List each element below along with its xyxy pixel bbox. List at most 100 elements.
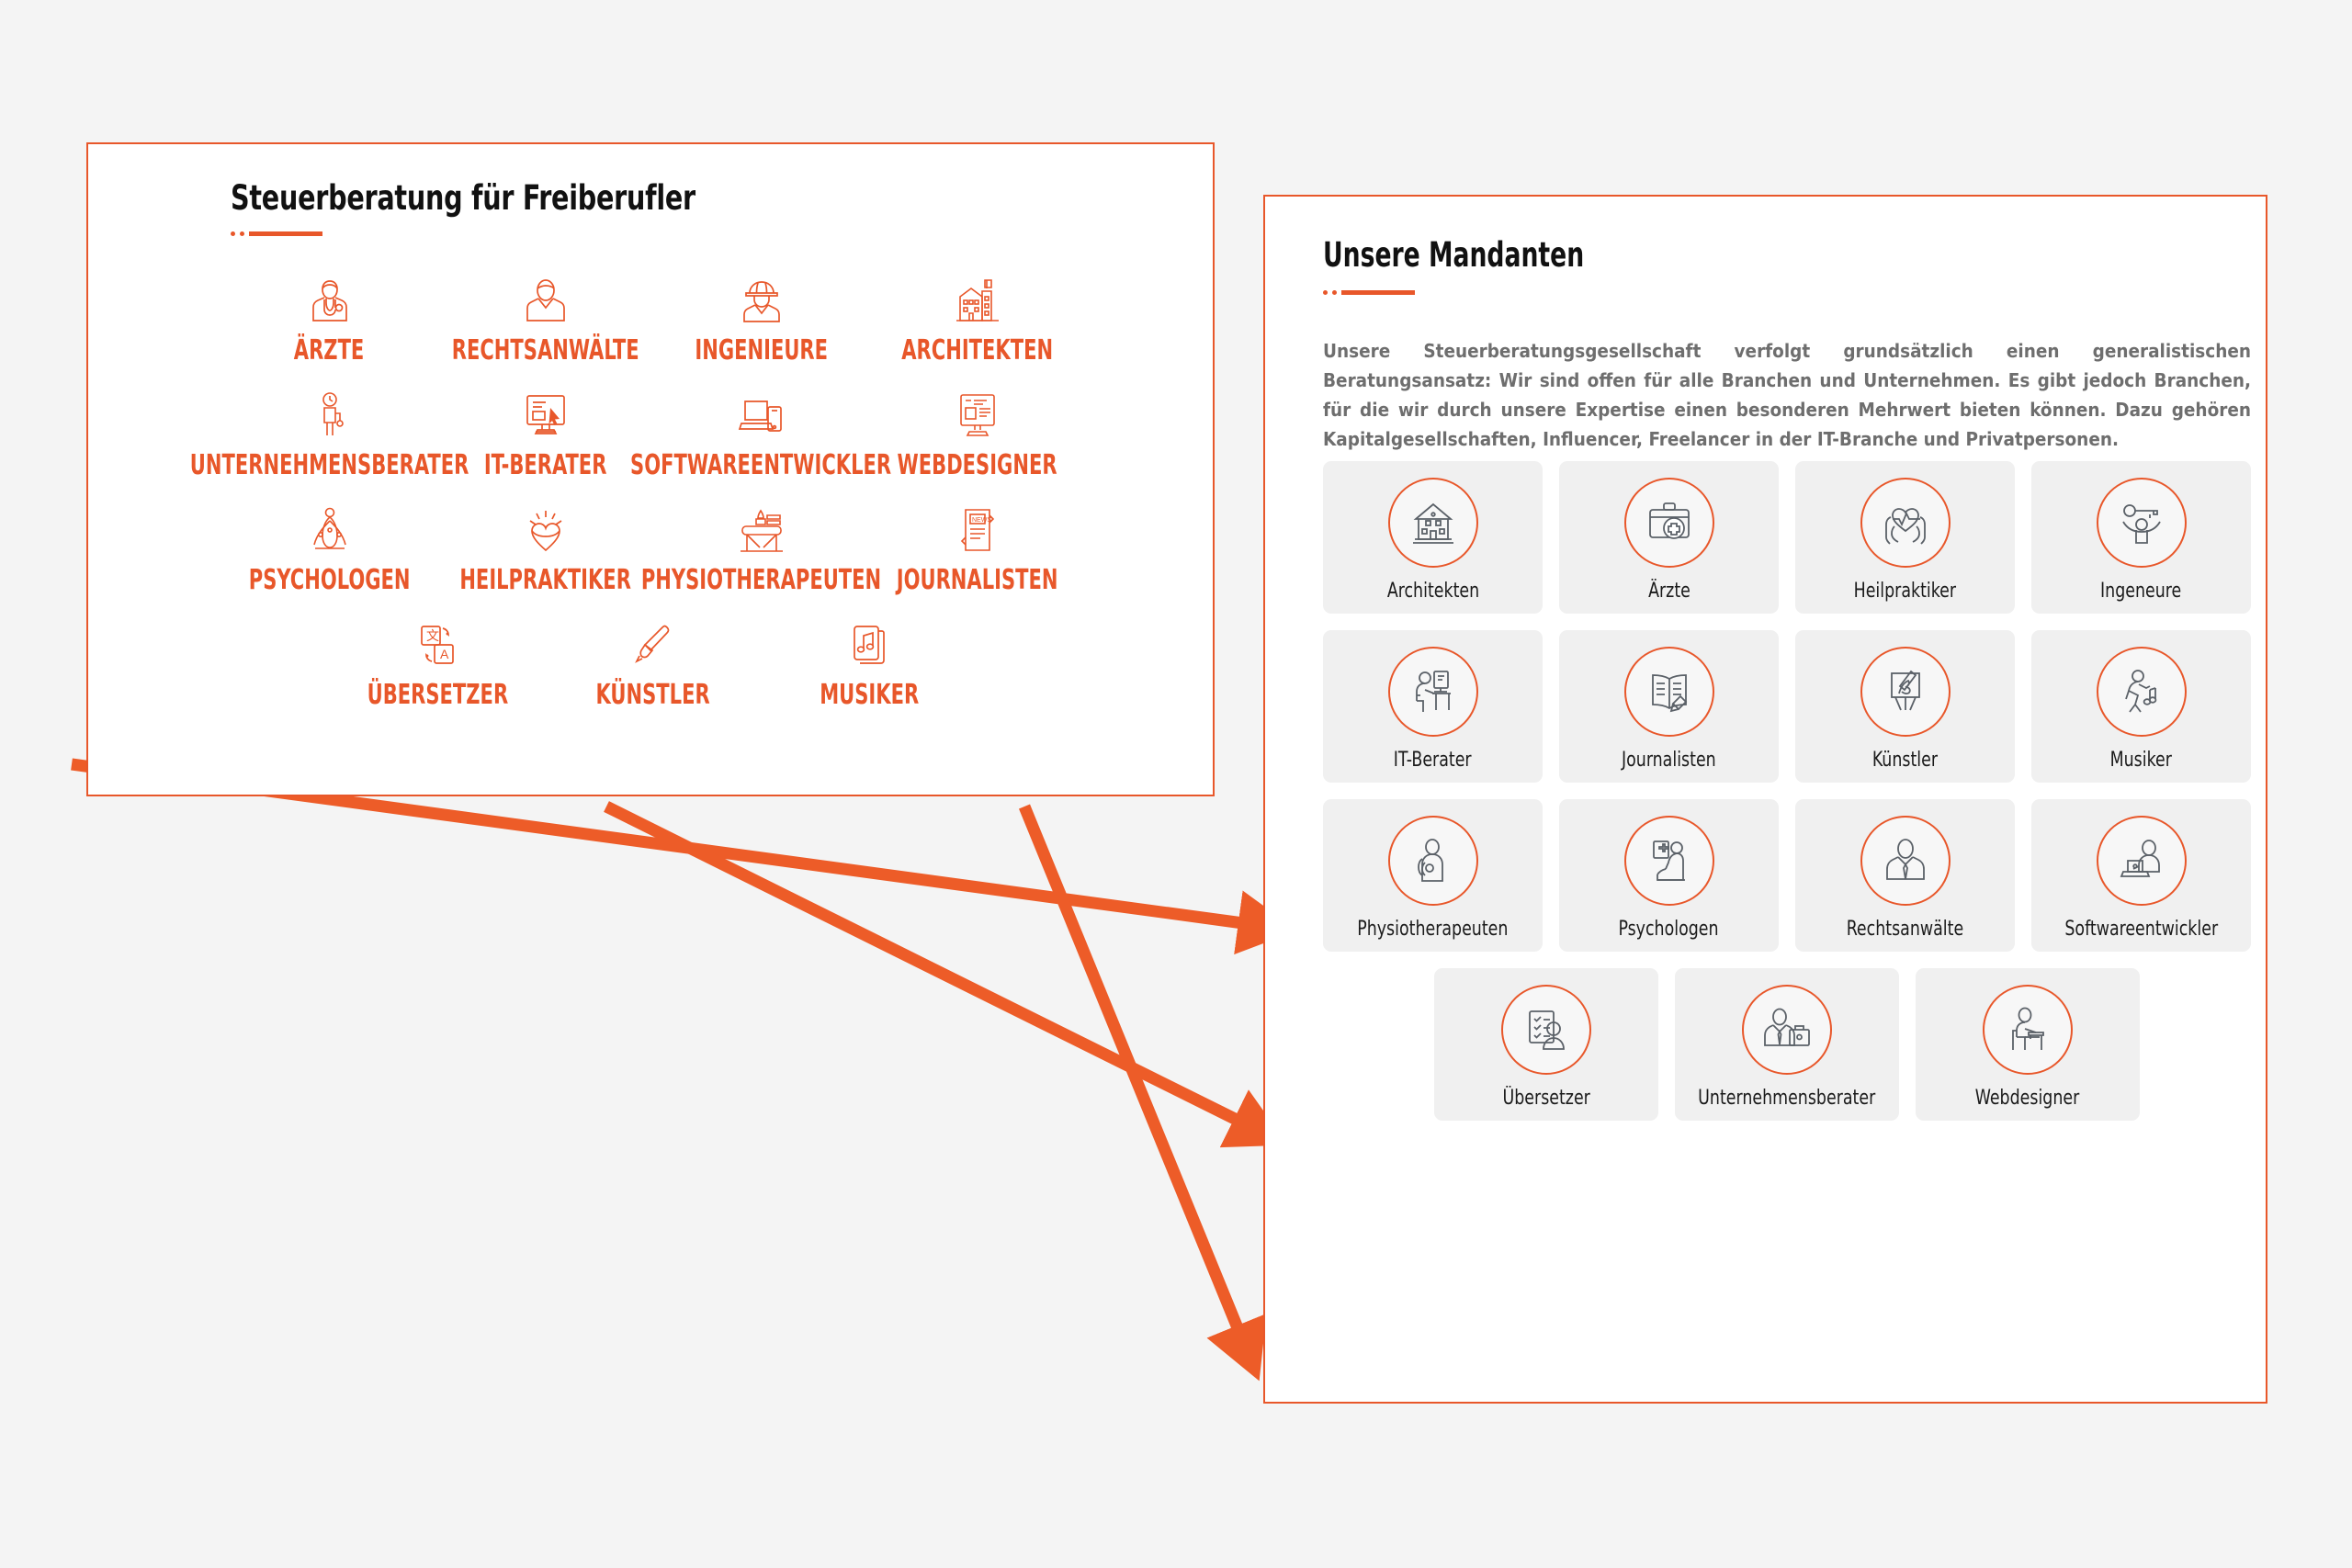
engineer-helmet-icon	[741, 273, 783, 330]
client-card-heilpraktiker[interactable]: Heilpraktiker	[1795, 461, 2015, 614]
profession-item-psychologen[interactable]: PSYCHOLOGEN	[221, 502, 437, 594]
profession-grid: ÄRZTE RECHTSANWÄLTE	[143, 273, 1163, 732]
rule-bar	[1341, 290, 1415, 295]
profession-label: WEBDESIGNER	[897, 449, 1057, 481]
svg-text:文: 文	[426, 628, 439, 643]
card-row: IT-Berater Journalisten	[1323, 630, 2251, 783]
profession-item-aerzte[interactable]: ÄRZTE	[221, 273, 437, 365]
medical-case-icon	[1623, 478, 1714, 568]
card-label: Ärzte	[1647, 580, 1690, 603]
profession-label: JOURNALISTEN	[896, 564, 1058, 596]
paintbrush-icon	[632, 617, 674, 674]
left-panel-title-rule	[231, 231, 322, 236]
card-label: Physiotherapeuten	[1357, 918, 1509, 941]
client-card-webdesigner[interactable]: Webdesigner	[1916, 968, 2140, 1121]
physio-person-icon	[1387, 816, 1478, 906]
checklist-person-icon	[1501, 985, 1591, 1075]
profession-item-kuenstler[interactable]: KÜNSTLER	[546, 617, 762, 709]
profession-item-softwareentwickler[interactable]: SOFTWAREENTWICKLER	[630, 388, 892, 479]
right-panel-title: Unsere Mandanten	[1323, 235, 1585, 275]
patient-couch-icon	[1623, 816, 1714, 906]
card-label: Musiker	[2109, 749, 2173, 772]
card-label: Künstler	[1871, 749, 1939, 772]
client-card-aerzte[interactable]: Ärzte	[1559, 461, 1779, 614]
svg-text:A: A	[440, 647, 449, 661]
client-card-journalisten[interactable]: Journalisten	[1559, 630, 1779, 783]
profession-item-musiker[interactable]: MUSIKER	[762, 617, 978, 709]
card-row: Physiotherapeuten	[1323, 799, 2251, 952]
profession-label: PSYCHOLOGEN	[248, 564, 411, 596]
profession-item-heilpraktiker[interactable]: HEILPRAKTIKER	[437, 502, 653, 594]
heart-hands-icon	[1860, 478, 1951, 568]
client-card-architekten[interactable]: Architekten	[1323, 461, 1543, 614]
profession-item-architekten[interactable]: ARCHITEKTEN	[869, 273, 1085, 365]
profession-item-webdesigner[interactable]: WEBDESIGNER	[869, 388, 1085, 479]
profession-label: KÜNSTLER	[595, 679, 711, 711]
building-icon	[1387, 478, 1478, 568]
left-panel-freelancers: Steuerberatung für Freiberufler	[86, 142, 1215, 796]
person-music-icon	[2096, 647, 2187, 737]
profession-label: INGENIEURE	[695, 334, 828, 367]
lawyer-icon	[526, 273, 566, 330]
client-card-ingeneure[interactable]: Ingeneure	[2031, 461, 2251, 614]
profession-label: ARCHITEKTEN	[901, 334, 1053, 367]
client-card-softwareentwickler[interactable]: Softwareentwickler	[2031, 799, 2251, 952]
profession-label: HEILPRAKTIKER	[459, 564, 631, 596]
card-label: Journalisten	[1622, 749, 1716, 772]
client-card-psychologen[interactable]: Psychologen	[1559, 799, 1779, 952]
arrow-to-row2	[604, 801, 1288, 1148]
laptop-phone-icon	[738, 388, 786, 445]
profession-item-journalisten[interactable]: NEWS JOURNALISTEN	[869, 502, 1085, 594]
profession-label: ÄRZTE	[294, 334, 365, 367]
profession-row: ÄRZTE RECHTSANWÄLTE	[143, 273, 1163, 388]
card-row: Übersetzer Unterne	[1323, 968, 2251, 1121]
profession-label: IT-BERATER	[483, 449, 607, 481]
heart-hands-icon	[525, 502, 567, 559]
news-page-icon: NEWS	[958, 502, 997, 559]
client-card-kuenstler[interactable]: Künstler	[1795, 630, 2015, 783]
web-layout-icon	[956, 388, 1000, 445]
rule-dot	[1332, 290, 1337, 295]
card-label: Heilpraktiker	[1853, 580, 1957, 603]
consultant-person-icon	[314, 388, 345, 445]
card-label: Webdesigner	[1975, 1087, 2080, 1110]
profession-item-ingenieure[interactable]: INGENIEURE	[653, 273, 869, 365]
profession-label: RECHTSANWÄLTE	[451, 334, 639, 367]
profession-label: PHYSIOTHERAPEUTEN	[640, 564, 882, 596]
music-note-icon	[849, 617, 889, 674]
client-card-unternehmensberater[interactable]: Unternehmensberater	[1675, 968, 1899, 1121]
profession-row: UNTERNEHMENSBERATER	[143, 388, 1163, 502]
right-panel-paragraph: Unsere Steuerberatungsgesellschaft verfo…	[1323, 340, 2251, 450]
doctor-icon	[309, 273, 351, 330]
person-desk-icon	[1983, 985, 2073, 1075]
client-card-uebersetzer[interactable]: Übersetzer	[1434, 968, 1658, 1121]
person-briefcase-icon	[1742, 985, 1832, 1075]
rule-dot	[240, 231, 244, 236]
building-icon	[955, 273, 1001, 330]
profession-row: 文 A ÜBERSETZER	[143, 617, 1163, 732]
client-card-rechtsanwaelte[interactable]: Rechtsanwälte	[1795, 799, 2015, 952]
rule-dot	[1323, 290, 1328, 295]
profession-item-physiotherapeuten[interactable]: PHYSIOTHERAPEUTEN	[641, 502, 881, 594]
arrow-to-row3	[1018, 804, 1267, 1382]
svg-text:NEWS: NEWS	[972, 517, 991, 524]
card-label: Architekten	[1386, 580, 1479, 603]
profession-label: MUSIKER	[820, 679, 919, 711]
profession-item-uebersetzer[interactable]: 文 A ÜBERSETZER	[330, 617, 546, 709]
profession-label: ÜBERSETZER	[367, 679, 508, 711]
profession-item-it-berater[interactable]: IT-BERATER	[437, 388, 653, 479]
card-label: Unternehmensberater	[1698, 1087, 1876, 1110]
profession-item-rechtsanwaelte[interactable]: RECHTSANWÄLTE	[437, 273, 653, 365]
easel-brush-icon	[1860, 647, 1951, 737]
card-label: IT-Berater	[1394, 749, 1472, 772]
client-card-musiker[interactable]: Musiker	[2031, 630, 2251, 783]
card-label: Übersetzer	[1502, 1087, 1590, 1110]
rule-dot	[231, 231, 235, 236]
client-card-it-berater[interactable]: IT-Berater	[1323, 630, 1543, 783]
profession-item-unternehmensberater[interactable]: UNTERNEHMENSBERATER	[190, 388, 469, 479]
profession-label: SOFTWAREENTWICKLER	[630, 449, 892, 481]
client-card-physiotherapeuten[interactable]: Physiotherapeuten	[1323, 799, 1543, 952]
card-label: Ingeneure	[2100, 580, 2182, 603]
person-at-computer-icon	[1387, 647, 1478, 737]
